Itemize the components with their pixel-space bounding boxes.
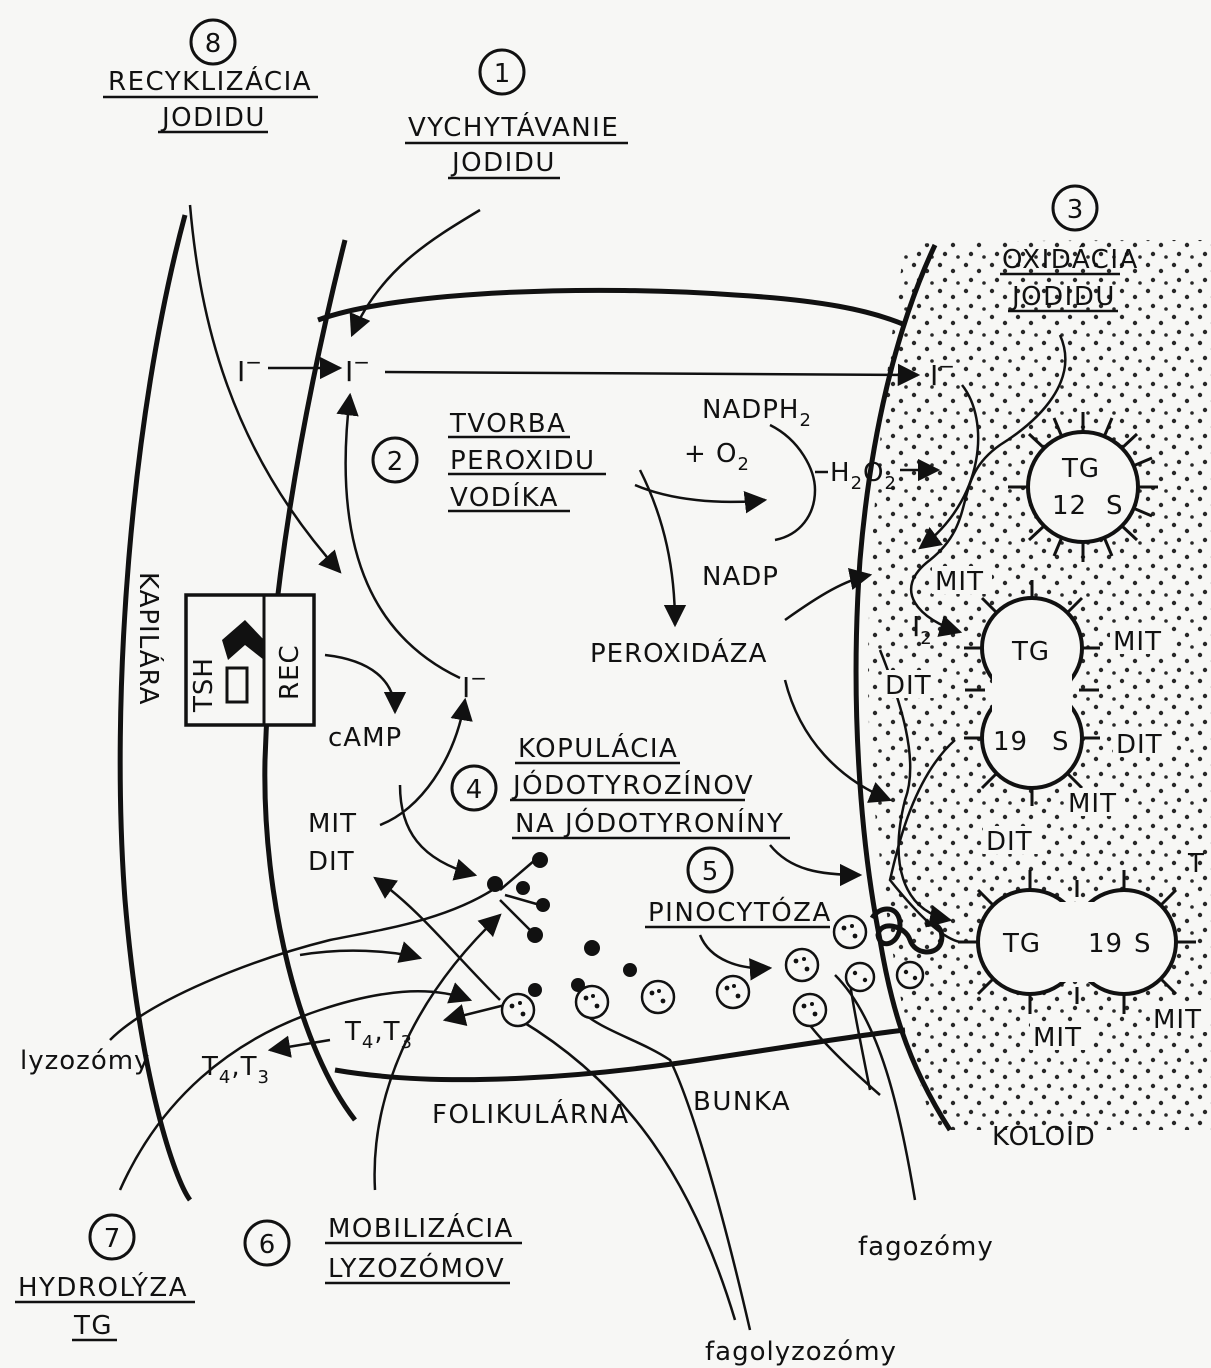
dit-colloid-3: DIT	[986, 827, 1033, 857]
step-2-heading-line1: TVORBA	[449, 409, 566, 439]
step-4-heading-line2: JÓDOTYROZÍNOV	[511, 769, 754, 801]
step-7-heading-line1: HYDROLÝZA	[18, 1271, 188, 1303]
lysosomes-label: lyzozómy	[20, 1046, 150, 1076]
step-7-heading-line2: TG	[73, 1311, 113, 1341]
iodide-cell: I−	[345, 350, 370, 388]
step-4-heading-line3: NA JÓDOTYRONÍNY	[515, 807, 784, 839]
step-4-number: 4	[466, 775, 483, 805]
dit-colloid-1: DIT	[885, 671, 932, 701]
mit-colloid-1: MIT	[935, 567, 984, 597]
tsh-label: TSH	[189, 657, 219, 713]
cell-label: BUNKA	[693, 1087, 791, 1117]
arrow-uptake	[352, 210, 480, 335]
phagosomes-label: fagozómy	[858, 1232, 994, 1262]
tg19h-s: S	[1134, 929, 1152, 959]
arrow-camp-down	[400, 785, 475, 875]
tg19h-num: 19	[1088, 929, 1123, 959]
step-3-number: 3	[1067, 195, 1084, 225]
step-7-number: 7	[104, 1224, 121, 1254]
step-4-heading-line1: KOPULÁCIA	[518, 732, 678, 764]
iodide-recycled: I−	[462, 666, 487, 704]
tg12-s: S	[1106, 491, 1124, 521]
arrow-recycle-top	[190, 205, 340, 572]
oxygen-label: + O2	[684, 439, 750, 475]
dit-cell-label: DIT	[308, 847, 355, 877]
phagolysosomes-label: fagolyzozómy	[705, 1337, 897, 1367]
step-3-heading-line2: JODIDU	[1010, 282, 1116, 312]
edge-t-label: T	[1187, 849, 1205, 879]
mit-cell-label: MIT	[308, 809, 357, 839]
nadp-label: NADP	[702, 562, 779, 592]
arrow-tsh-camp	[325, 655, 395, 712]
mit-colloid-5: MIT	[1153, 1005, 1202, 1035]
step-6-heading-line2: LYZOZÓMOV	[328, 1252, 505, 1284]
iodide-plasma: I−	[237, 350, 262, 388]
arrow-iodide-to-colloid	[385, 372, 918, 375]
arrow-mitdit-iodide	[380, 700, 465, 825]
arrow-nadph-curve	[770, 425, 815, 540]
nadph2-label: NADPH2	[702, 395, 812, 431]
tg-12s-molecule	[1008, 412, 1158, 562]
camp-label: cAMP	[328, 723, 402, 753]
arrow-t4t3-first	[445, 1005, 505, 1020]
tg19v-num: 19	[993, 727, 1028, 757]
step-2-heading-line2: PEROXIDU	[450, 446, 596, 476]
t4-t3-first: T4,T3	[344, 1017, 413, 1053]
arrow-h2o2-in	[635, 485, 765, 502]
arrow-mobilize	[375, 915, 500, 1190]
peroxidase-label: PEROXIDÁZA	[590, 637, 767, 669]
arrow-to-mit-tg	[300, 951, 420, 958]
arrow-t4t3-second	[270, 1040, 330, 1050]
tg12-tg: TG	[1061, 454, 1100, 484]
tg12-num: 12	[1052, 491, 1087, 521]
t4-t3-second: T4,T3	[201, 1052, 270, 1088]
mit-colloid-4: MIT	[1033, 1023, 1082, 1053]
step-6-number: 6	[259, 1230, 276, 1260]
arrow-recycle-iodide	[346, 395, 460, 678]
step-5-heading: PINOCYTÓZA	[648, 896, 832, 928]
dit-colloid-2: DIT	[1116, 730, 1163, 760]
step-8-heading-line1: RECYKLIZÁCIA	[108, 65, 312, 97]
cell-top-membrane	[318, 290, 905, 325]
step-2-number: 2	[387, 447, 404, 477]
step-5-number: 5	[702, 857, 719, 887]
tg19v-tg: TG	[1011, 637, 1050, 667]
capillary-label: KAPILÁRA	[133, 572, 165, 705]
mit-colloid-2: MIT	[1113, 627, 1162, 657]
arrow-lysosome-coupling-b	[505, 895, 540, 905]
granules	[487, 852, 637, 997]
tg19h-tg: TG	[1002, 929, 1041, 959]
step-3-heading-line1: OXIDÁCIA	[1002, 243, 1139, 275]
step-1-heading-line2: JODIDU	[450, 148, 556, 178]
follicular-label: FOLIKULÁRNA	[432, 1098, 630, 1130]
tg19v-s: S	[1052, 727, 1070, 757]
svg-text:KAPILÁRA: KAPILÁRA	[133, 572, 165, 705]
step-1-heading-line1: VYCHYTÁVANIE	[408, 111, 619, 143]
arrow-coupling	[770, 845, 860, 875]
step-2-heading-line3: VODÍKA	[450, 481, 559, 513]
step-1-number: 1	[494, 59, 511, 89]
mit-colloid-3: MIT	[1068, 789, 1117, 819]
step-8-heading-line2: JODIDU	[160, 103, 266, 133]
rec-label: REC	[275, 644, 305, 700]
arrow-fagolyzozomy-2	[520, 1020, 735, 1320]
arrow-pinocytosis	[700, 935, 770, 968]
step-8-number: 8	[205, 29, 222, 59]
arrow-lysosome-coupling-c	[500, 900, 530, 930]
colloid-label: KOLOID	[992, 1122, 1096, 1152]
step-6-heading-line1: MOBILIZÁCIA	[328, 1212, 514, 1244]
